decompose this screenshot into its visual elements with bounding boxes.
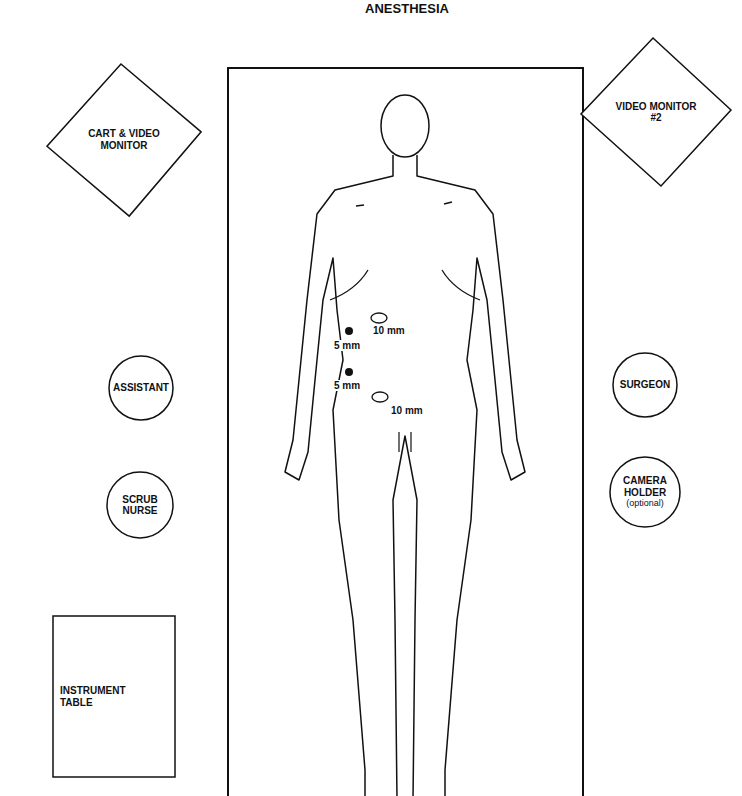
outline — [47, 64, 201, 216]
outline — [613, 353, 677, 417]
outline — [53, 616, 175, 777]
text-group: CAMERA HOLDER(optional) — [617, 475, 673, 508]
staff-position: SURGEON — [612, 352, 678, 418]
outline — [107, 472, 173, 538]
port-size-label: 5 mm — [333, 340, 361, 351]
staff-position: ASSISTANT — [108, 355, 174, 421]
groin-mark — [399, 432, 411, 452]
patient-body — [285, 155, 525, 796]
trocar-port-10mm — [372, 392, 388, 402]
nipple-mark — [444, 202, 452, 204]
trocar-port-5mm — [345, 327, 353, 335]
costal-margin — [442, 270, 480, 300]
outline — [610, 457, 680, 527]
node-label: ASSISTANT — [111, 382, 171, 394]
area-label: ANESTHESIA — [364, 2, 450, 16]
trocar-port-5mm — [345, 368, 353, 376]
outline — [581, 38, 731, 186]
instrument-table: INSTRUMENT TABLE — [52, 615, 176, 778]
node-label: SURGEON — [615, 379, 675, 391]
node-label: SCRUB NURSE — [115, 494, 165, 517]
staff-position: CAMERA HOLDER(optional) — [609, 456, 681, 528]
cart-monitor-station: CART & VIDEO MONITOR — [47, 64, 201, 216]
text-group: INSTRUMENT TABLE — [60, 685, 160, 708]
text-group: SCRUB NURSE — [115, 494, 165, 517]
costal-margin — [330, 270, 368, 300]
operating-table — [228, 68, 583, 796]
text-group: SURGEON — [615, 379, 675, 391]
node-label: INSTRUMENT TABLE — [60, 685, 160, 708]
port-size-label: 10 mm — [372, 325, 406, 336]
patient-head — [381, 95, 429, 157]
trocar-port-10mm — [371, 313, 387, 323]
outline — [109, 356, 173, 420]
node-label: VIDEO MONITOR #2 — [611, 101, 701, 124]
nipple-mark — [356, 205, 364, 206]
text-group: ASSISTANT — [111, 382, 171, 394]
node-label: CAMERA HOLDER — [617, 475, 673, 498]
text-group: VIDEO MONITOR #2 — [611, 101, 701, 124]
port-size-label: 10 mm — [390, 405, 424, 416]
node-label: CART & VIDEO MONITOR — [74, 128, 174, 151]
staff-position: SCRUB NURSE — [106, 471, 174, 539]
note-text: (optional) — [617, 498, 673, 508]
text-group: CART & VIDEO MONITOR — [74, 128, 174, 151]
video-monitor-station: VIDEO MONITOR #2 — [581, 38, 731, 186]
port-size-label: 5 mm — [333, 380, 361, 391]
